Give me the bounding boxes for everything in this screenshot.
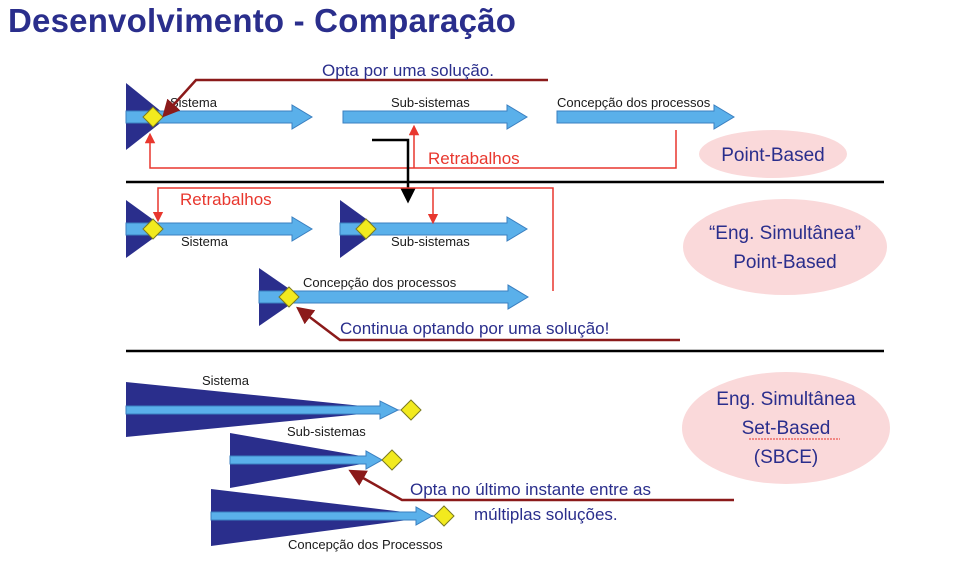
decision-diamond-icon — [381, 449, 403, 471]
note-line2: múltiplas soluções. — [474, 505, 618, 524]
decision-diamond-icon — [400, 399, 422, 421]
section-simultanea-point-based: Sistema Sub-sistemas Concepção dos proce… — [125, 187, 887, 342]
arrow-concepcao — [258, 284, 529, 310]
label-concepcao: Concepção dos Processos — [288, 537, 443, 552]
label-concepcao: Concepção dos processos — [557, 95, 711, 110]
arrow-concepcao — [210, 506, 434, 526]
oval-point-based — [699, 130, 847, 178]
decision-diamond-icon — [142, 218, 164, 240]
rework-label: Retrabalhos — [428, 149, 520, 168]
decision-diamond-icon — [142, 106, 164, 128]
callout-line — [348, 469, 734, 502]
label-sistema: Sistema — [170, 95, 218, 110]
arrow-subsistemas — [342, 104, 528, 130]
callout-line — [296, 306, 680, 342]
arrow-concepcao — [556, 104, 735, 130]
section-point-based: Sistema Sub-sistemas Concepção dos proce… — [125, 61, 847, 178]
note-bottom: Continua optando por uma solução! — [340, 319, 609, 338]
oval-line2: Point-Based — [733, 252, 837, 273]
oval-set-based — [682, 372, 890, 484]
callout-line — [162, 78, 548, 118]
oval-line2: Set-Based — [742, 418, 831, 439]
label-sistema: Sistema — [181, 234, 229, 249]
arrow-sistema — [125, 400, 400, 420]
decision-diamond-icon — [355, 218, 377, 240]
connector-arrow — [372, 138, 416, 204]
note-top: Opta por uma solução. — [322, 61, 494, 80]
oval-line3: (SBCE) — [754, 447, 818, 468]
decision-diamond-icon — [433, 505, 455, 527]
oval-line1: “Eng. Simultânea” — [709, 223, 861, 244]
decision-diamond-icon — [278, 286, 300, 308]
rework-label: Retrabalhos — [180, 190, 272, 209]
label-sistema: Sistema — [202, 373, 250, 388]
rework-loop — [152, 187, 554, 291]
label-subsistemas: Sub-sistemas — [287, 424, 366, 439]
label-subsistemas: Sub-sistemas — [391, 95, 470, 110]
page-title: Desenvolvimento - Comparação — [8, 2, 517, 39]
rework-loop — [144, 130, 677, 169]
oval-label: Point-Based — [721, 145, 825, 166]
note-line1: Opta no último instante entre as — [410, 480, 651, 499]
label-subsistemas: Sub-sistemas — [391, 234, 470, 249]
arrow-subsistemas — [229, 450, 384, 470]
label-concepcao: Concepção dos processos — [303, 275, 457, 290]
oval-simultanea-point-based — [683, 199, 887, 295]
section-set-based: Sistema Sub-sistemas Concepção dos Proce… — [125, 372, 890, 552]
oval-line1: Eng. Simultânea — [716, 389, 856, 410]
